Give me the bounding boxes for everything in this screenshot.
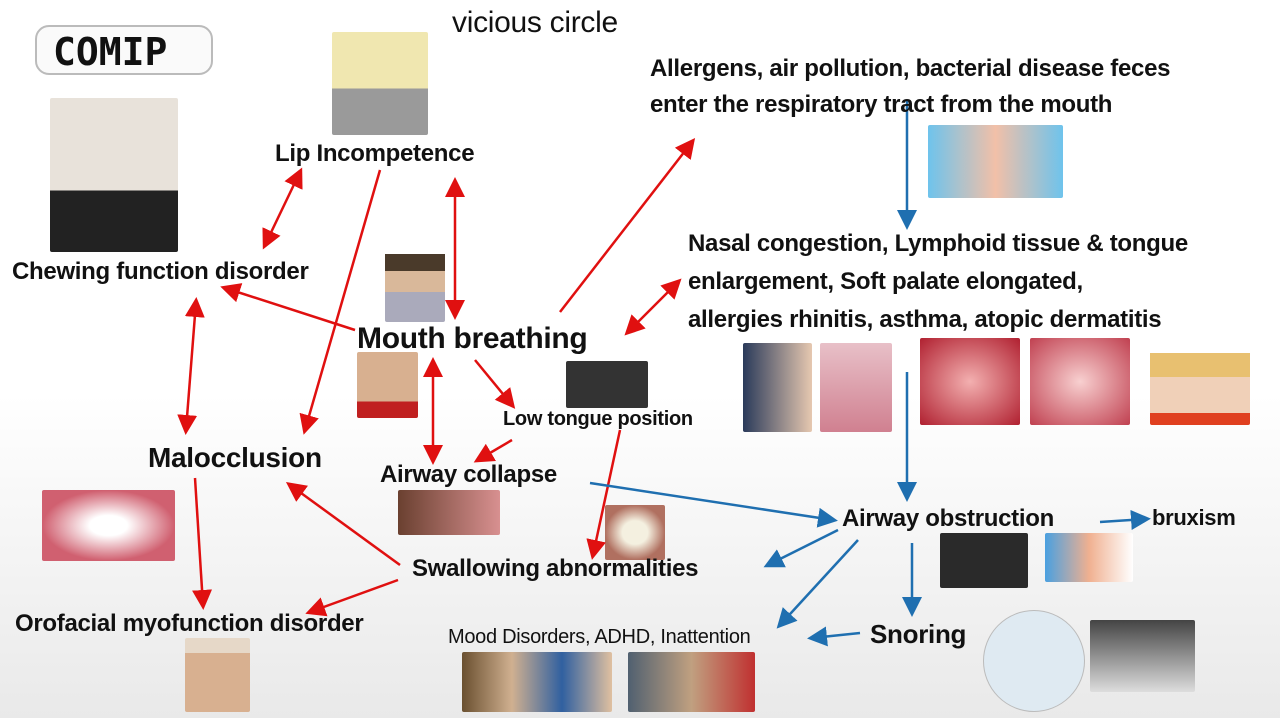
photo-sleeping <box>1090 620 1195 692</box>
photo-child-cough <box>1150 345 1250 425</box>
photo-girl-glasses <box>185 638 250 712</box>
node-airway-obstruction: Airway obstruction <box>842 505 1054 532</box>
snoring-illustration <box>983 610 1085 712</box>
arrow-mouth-allergens <box>559 138 696 313</box>
node-snoring: Snoring <box>870 619 967 649</box>
node-airway-collapse: Airway collapse <box>380 461 557 488</box>
node-bruxism: bruxism <box>1152 505 1236 530</box>
node-nasal-line3: allergies rhinitis, asthma, atopic derma… <box>688 306 1162 333</box>
photo-teeth-2 <box>605 505 665 560</box>
photo-boy-face <box>357 352 418 418</box>
arrow-lip-malocclusion <box>299 169 382 435</box>
arrow-obstruction-bruxism <box>1099 509 1151 530</box>
photo-young-man <box>332 32 428 135</box>
photo-airway-illustration <box>1045 533 1133 582</box>
diagram-title: vicious circle <box>452 6 618 39</box>
arrow-mouth-chewing <box>220 283 356 332</box>
arrow-lip-chewing <box>262 167 303 250</box>
node-lip-incompetence: Lip Incompetence <box>275 140 475 167</box>
arrow-tongue-collapse <box>473 438 513 463</box>
arrow-mouth-nasal <box>624 278 682 336</box>
node-low-tongue: Low tongue position <box>503 408 693 430</box>
photo-mouth-2 <box>1030 338 1130 425</box>
node-orofacial: Orofacial myofunction disorder <box>15 610 364 637</box>
photo-arm <box>743 343 812 432</box>
node-chewing: Chewing function disorder <box>12 258 309 285</box>
arrow-obstruction-swallowing <box>763 528 839 568</box>
arrow-mouth-low-tongue <box>474 359 516 409</box>
arrow-obstruction-mood <box>776 539 859 629</box>
comip-logo: COMIP <box>35 25 213 75</box>
node-allergens-line1: Allergens, air pollution, bacterial dise… <box>650 55 1171 82</box>
photo-boy <box>50 98 178 252</box>
photo-airway-collapse <box>398 490 500 535</box>
node-mood: Mood Disorders, ADHD, Inattention <box>448 626 751 648</box>
arrow-swallowing-malocclusion <box>285 482 401 567</box>
node-malocclusion: Malocclusion <box>148 442 322 473</box>
arrow-tongue-swallowing <box>586 429 622 560</box>
photo-kids-row-2 <box>628 652 755 712</box>
arrow-swallowing-orofacial <box>305 578 399 617</box>
photo-xray <box>566 361 648 408</box>
photo-respiratory <box>928 125 1063 198</box>
node-nasal-line2: enlargement, Soft palate elongated, <box>688 268 1083 295</box>
photo-kids-row <box>462 652 612 712</box>
arrow-chewing-malocclusion <box>177 297 205 435</box>
node-allergens-line2: enter the respiratory tract from the mou… <box>650 91 1113 118</box>
photo-mouth-1 <box>920 338 1020 425</box>
arrow-malocclusion-orofacial <box>192 477 213 610</box>
node-mouth-breathing: Mouth breathing <box>357 322 588 355</box>
photo-boy-profile <box>385 237 445 322</box>
photo-girl-inhaler <box>820 343 892 432</box>
photo-ct-scan <box>940 533 1028 588</box>
arrow-collapse-obstruction <box>589 481 838 528</box>
node-nasal-line1: Nasal congestion, Lymphoid tissue & tong… <box>688 230 1188 257</box>
node-swallowing: Swallowing abnormalities <box>412 555 699 582</box>
arrow-snoring-mood <box>807 626 861 647</box>
photo-teeth <box>42 490 175 561</box>
